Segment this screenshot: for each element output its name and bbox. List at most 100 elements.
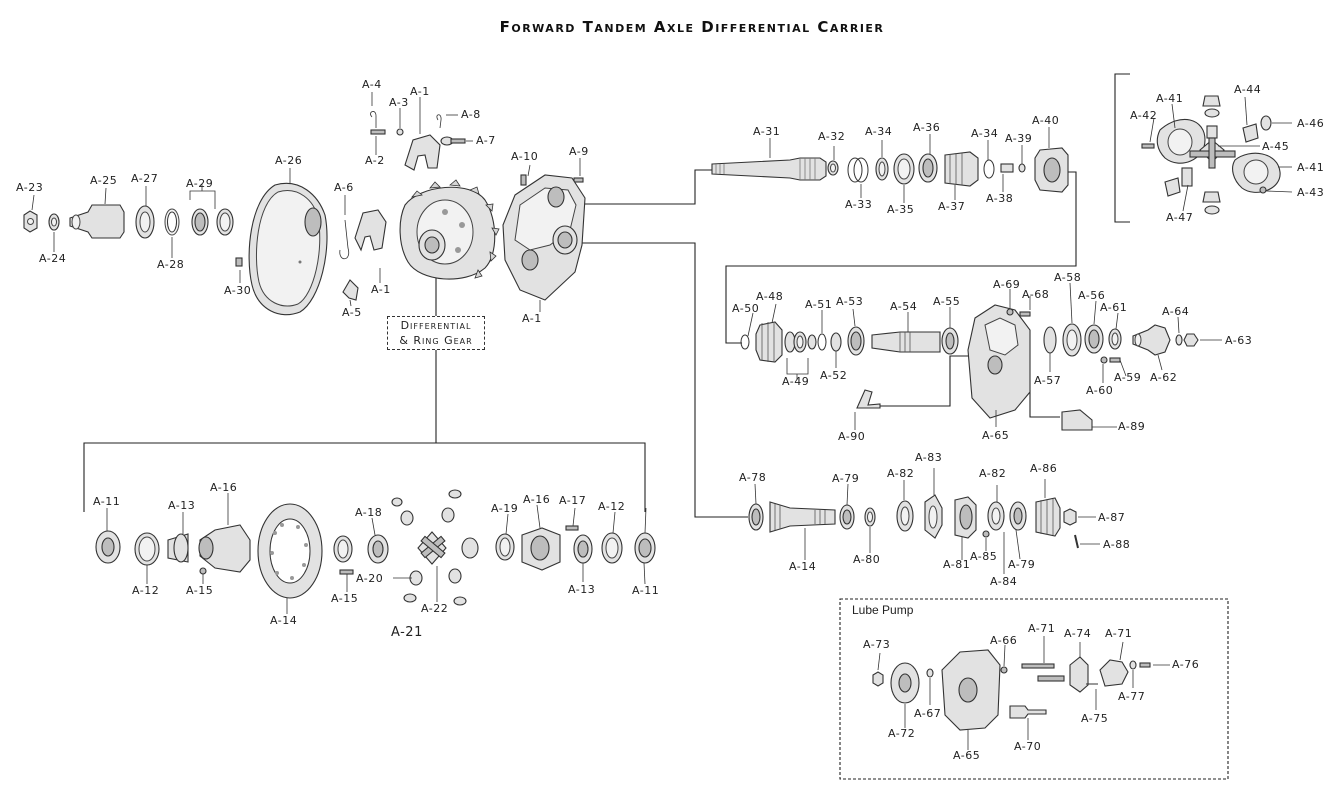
label-a1-cap: A-1 xyxy=(371,283,391,296)
label-a62: A-62 xyxy=(1150,371,1177,384)
label-a81: A-81 xyxy=(943,558,970,571)
label-a25: A-25 xyxy=(90,174,117,187)
label-a77: A-77 xyxy=(1118,690,1145,703)
label-a54: A-54 xyxy=(890,300,917,313)
label-a78: A-78 xyxy=(739,471,766,484)
callout-line1: Differential xyxy=(400,319,472,332)
bearing-cap-parts xyxy=(339,111,584,301)
label-a14-ring: A-14 xyxy=(270,614,297,627)
callout-line2: & Ring Gear xyxy=(399,334,473,347)
label-a49: A-49 xyxy=(782,375,809,388)
label-a11-a: A-11 xyxy=(93,495,120,508)
cover-a26 xyxy=(248,182,328,316)
label-a51: A-51 xyxy=(805,298,832,311)
label-a13-b: A-13 xyxy=(568,583,595,596)
label-a64: A-64 xyxy=(1162,305,1189,318)
label-a30: A-30 xyxy=(224,284,251,297)
label-a88: A-88 xyxy=(1103,538,1130,551)
label-a61: A-61 xyxy=(1100,301,1127,314)
label-a83: A-83 xyxy=(915,451,942,464)
label-a48: A-48 xyxy=(756,290,783,303)
label-a85: A-85 xyxy=(970,550,997,563)
label-a76: A-76 xyxy=(1172,658,1199,671)
label-a28: A-28 xyxy=(157,258,184,271)
pinion-group xyxy=(748,494,1079,549)
label-a71-a: A-71 xyxy=(1028,622,1055,635)
label-a4: A-4 xyxy=(362,78,382,91)
label-a23: A-23 xyxy=(16,181,43,194)
label-a45: A-45 xyxy=(1262,140,1289,153)
label-a15-b: A-15 xyxy=(331,592,358,605)
label-a1-case: A-1 xyxy=(522,312,542,325)
label-a72: A-72 xyxy=(888,727,915,740)
connector-lines xyxy=(83,73,1229,780)
label-a19: A-19 xyxy=(491,502,518,515)
label-a35: A-35 xyxy=(887,203,914,216)
label-a79-b: A-79 xyxy=(1008,558,1035,571)
label-a53: A-53 xyxy=(836,295,863,308)
label-a5: A-5 xyxy=(342,306,362,319)
label-a38: A-38 xyxy=(986,192,1013,205)
label-a16-b: A-16 xyxy=(523,493,550,506)
label-a79-a: A-79 xyxy=(832,472,859,485)
label-a21: A-21 xyxy=(391,625,423,640)
label-a20: A-20 xyxy=(356,572,383,585)
leader-lines xyxy=(31,92,1293,750)
label-a90: A-90 xyxy=(838,430,865,443)
differential-ring-gear-callout: Differential & Ring Gear xyxy=(387,316,485,350)
label-a2: A-2 xyxy=(365,154,385,167)
label-a15-a: A-15 xyxy=(186,584,213,597)
label-a70: A-70 xyxy=(1014,740,1041,753)
label-a67: A-67 xyxy=(914,707,941,720)
part-labels: A-23 A-24 A-25 A-27 A-28 A-29 A-26 A-30 … xyxy=(16,78,1324,762)
label-a18: A-18 xyxy=(355,506,382,519)
label-a58: A-58 xyxy=(1054,271,1081,284)
label-a16-a: A-16 xyxy=(210,481,237,494)
label-a34-b: A-34 xyxy=(971,127,998,140)
label-a65-mid: A-65 xyxy=(982,429,1009,442)
label-a44: A-44 xyxy=(1234,83,1261,96)
label-a40: A-40 xyxy=(1032,114,1059,127)
carrier-housing-a1 xyxy=(502,174,586,301)
ring-gear-group xyxy=(95,489,656,606)
label-a12-b: A-12 xyxy=(598,500,625,513)
label-a47: A-47 xyxy=(1166,211,1193,224)
label-a41-a: A-41 xyxy=(1156,92,1183,105)
inter-axle-diff-inset xyxy=(1141,95,1281,215)
label-a8: A-8 xyxy=(461,108,481,121)
label-a75: A-75 xyxy=(1081,712,1108,725)
label-a12-a: A-12 xyxy=(132,584,159,597)
label-a68: A-68 xyxy=(1022,288,1049,301)
label-a66: A-66 xyxy=(990,634,1017,647)
label-a87: A-87 xyxy=(1098,511,1125,524)
label-a22: A-22 xyxy=(421,602,448,615)
label-a6: A-6 xyxy=(334,181,354,194)
label-a80: A-80 xyxy=(853,553,880,566)
label-a89: A-89 xyxy=(1118,420,1145,433)
label-a17: A-17 xyxy=(559,494,586,507)
label-a10: A-10 xyxy=(511,150,538,163)
label-a59: A-59 xyxy=(1114,371,1141,384)
label-a34-a: A-34 xyxy=(865,125,892,138)
yoke-group-parts xyxy=(23,204,243,267)
input-shaft-group xyxy=(711,147,1069,193)
label-a33: A-33 xyxy=(845,198,872,211)
output-shaft-group xyxy=(740,304,1199,431)
label-a60: A-60 xyxy=(1086,384,1113,397)
label-a31: A-31 xyxy=(753,125,780,138)
label-a27: A-27 xyxy=(131,172,158,185)
label-a24: A-24 xyxy=(39,252,66,265)
label-a82-a: A-82 xyxy=(887,467,914,480)
label-a73: A-73 xyxy=(863,638,890,651)
label-a86: A-86 xyxy=(1030,462,1057,475)
label-a3: A-3 xyxy=(389,96,409,109)
label-a42: A-42 xyxy=(1130,109,1157,122)
label-a14-pin: A-14 xyxy=(789,560,816,573)
label-a13-a: A-13 xyxy=(168,499,195,512)
label-a57: A-57 xyxy=(1034,374,1061,387)
lube-pump-parts xyxy=(872,649,1151,731)
label-a1-top: A-1 xyxy=(410,85,430,98)
label-a9: A-9 xyxy=(569,145,589,158)
